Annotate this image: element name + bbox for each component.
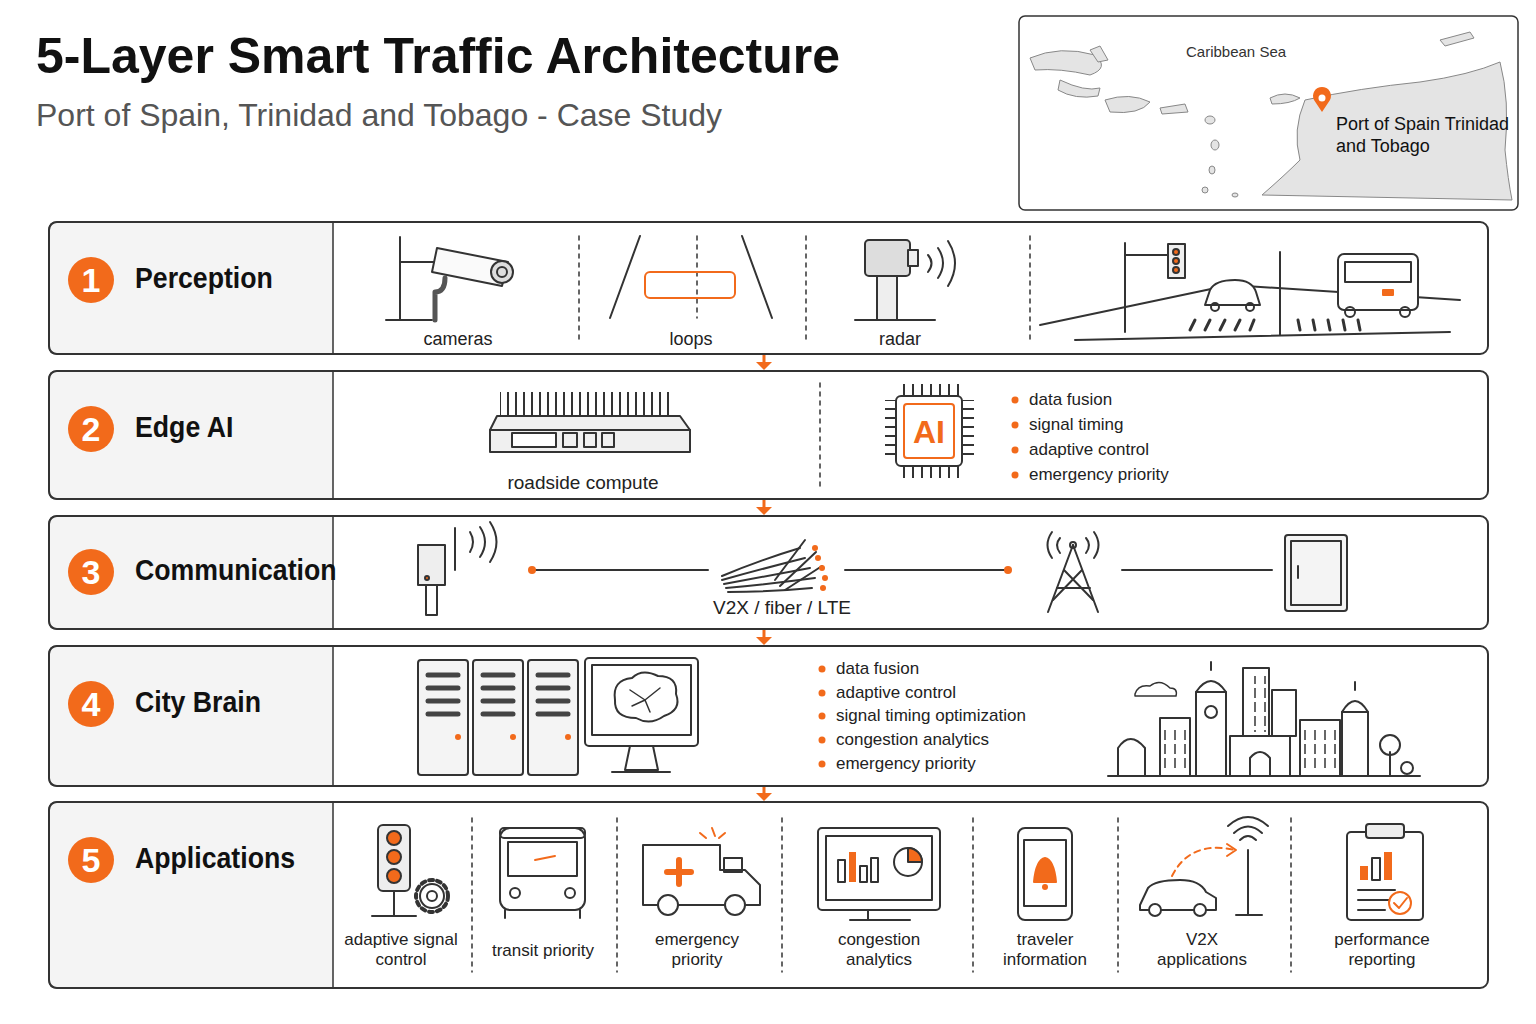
subtitle: Port of Spain, Trinidad and Tobago - Cas…	[36, 96, 936, 134]
label: data fusion	[836, 659, 1096, 679]
label: congestion analytics	[836, 730, 1096, 750]
layer-band: Applications 5	[48, 801, 1489, 989]
number: 4	[82, 687, 101, 721]
label: transit priority	[473, 941, 613, 961]
label: traveler information	[995, 930, 1095, 971]
label: emergency priority	[1029, 465, 1269, 485]
layer-arrow	[756, 630, 772, 645]
layer-name: Perception	[135, 261, 273, 296]
arrow-stem	[763, 500, 766, 508]
layer-name: City Brain	[135, 685, 261, 720]
layer-arrow	[756, 500, 772, 515]
layer-name: Edge AI	[135, 410, 233, 445]
label: loops	[621, 329, 761, 351]
layer-number: 5	[68, 837, 114, 883]
label: V2X / fiber / LTE	[682, 597, 882, 620]
number: 3	[82, 555, 101, 589]
label: cameras	[388, 329, 528, 351]
label: data fusion	[1029, 390, 1269, 410]
layer-band: City Brain 4	[48, 645, 1489, 787]
label: adaptive control	[836, 683, 1096, 703]
label: V2X applications	[1147, 930, 1257, 971]
arrow-stem	[763, 630, 766, 638]
sea-label: Caribbean Sea	[1186, 43, 1286, 61]
label: roadside compute	[473, 472, 693, 495]
label: radar	[830, 329, 970, 351]
layer-name: Applications	[135, 841, 295, 876]
label: emergency priority	[836, 754, 1096, 774]
arrow-stem	[763, 355, 766, 363]
layer-number: 2	[68, 406, 114, 452]
map-inset: Caribbean SeaPort of Spain Trinidad and …	[1019, 16, 1518, 210]
number: 5	[82, 843, 101, 877]
label: signal timing optimization	[836, 706, 1096, 726]
label: congestion analytics	[829, 930, 929, 971]
label: adaptive control	[1029, 440, 1269, 460]
arrow-head	[756, 793, 772, 801]
title: 5-Layer Smart Traffic Architecture	[36, 26, 840, 86]
label: performance reporting	[1324, 930, 1440, 971]
layer-number: 3	[68, 549, 114, 595]
layer-band: Communication 3	[48, 515, 1489, 630]
layer-name: Communication	[135, 553, 337, 588]
number: 2	[82, 412, 101, 446]
label: adaptive signal control	[344, 930, 459, 971]
label: signal timing	[1029, 415, 1269, 435]
layer-number: 4	[68, 681, 114, 727]
layer-arrow	[756, 787, 772, 801]
arrow-head	[756, 507, 772, 515]
arrow-head	[756, 362, 772, 370]
layer-band: Perception 1	[48, 221, 1489, 355]
arrow-stem	[763, 787, 766, 794]
layer-number: 1	[68, 257, 114, 303]
label: AI	[899, 413, 959, 451]
number: 1	[82, 263, 101, 297]
layer-arrow	[756, 355, 772, 370]
label: emergency priority	[647, 930, 747, 971]
arrow-head	[756, 637, 772, 645]
place-label: Port of Spain Trinidad and Tobago	[1336, 114, 1512, 157]
layer-band: Edge AI 2	[48, 370, 1489, 500]
